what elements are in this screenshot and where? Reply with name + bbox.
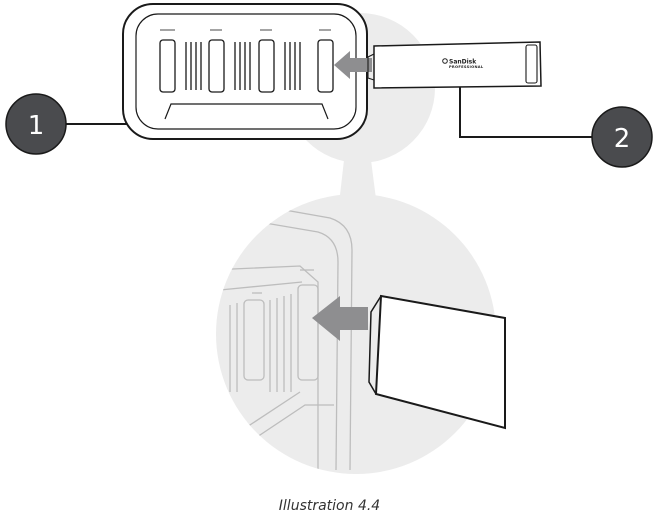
- callout-badge-1: 1: [5, 93, 67, 155]
- ssd-body: [373, 41, 542, 89]
- ssd-magazine: [367, 41, 542, 89]
- dock: [122, 3, 368, 140]
- ssd-end-cap: [525, 44, 538, 84]
- callout-number-1: 1: [28, 111, 45, 141]
- insert-arrow-zoom-icon: [312, 296, 368, 341]
- ssd-brand: SanDisk: [449, 59, 477, 66]
- dock-lower-lip: [164, 103, 329, 120]
- ssd-zoom-bevel: [368, 295, 382, 395]
- callout-line-2: [459, 86, 596, 138]
- ssd-brand-subline: PROFESSIONAL: [449, 65, 484, 69]
- sandisk-swirl-icon: [442, 58, 448, 64]
- sandisk-logo: SanDisk PROFESSIONAL: [442, 58, 484, 69]
- ssd-connector: [367, 53, 375, 81]
- ssd-magazine-zoom: [368, 294, 506, 430]
- ssd-zoom-body: [374, 294, 506, 430]
- insert-arrow-icon: [334, 51, 372, 79]
- callout-badge-2: 2: [591, 106, 653, 168]
- bay-slots: [159, 29, 334, 93]
- callout-number-2: 2: [614, 124, 631, 154]
- figure-caption: Illustration 4.4: [278, 498, 381, 514]
